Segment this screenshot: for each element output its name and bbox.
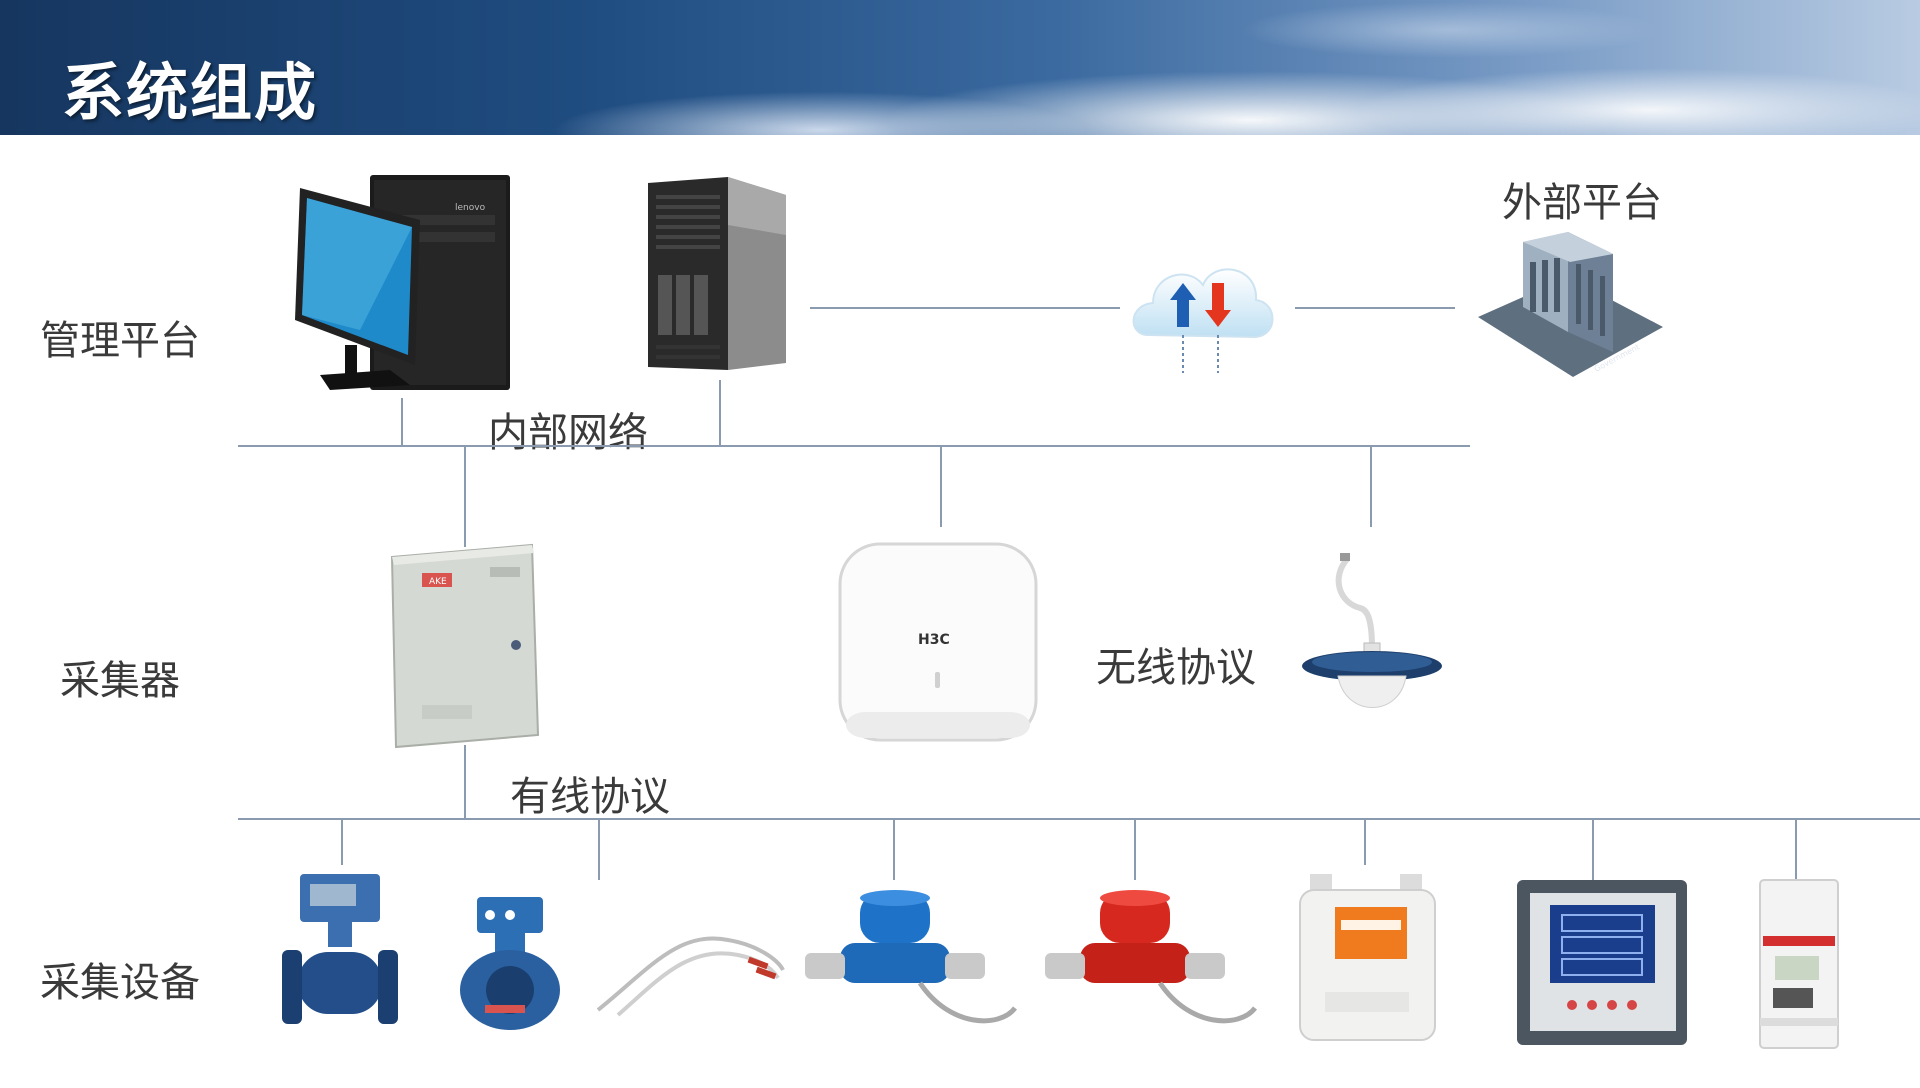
- dev1-drop: [341, 820, 343, 865]
- collector-box-icon: AKE: [390, 543, 542, 754]
- desktop-pc-icon: lenovo: [290, 170, 520, 399]
- internal-network-label: 内部网络: [488, 410, 648, 456]
- gas-meter-icon: [1295, 872, 1440, 1048]
- power-meter-icon: [1512, 875, 1692, 1054]
- dev3-drop: [598, 820, 600, 880]
- ceiling-antenna-icon: [1300, 548, 1450, 732]
- temperature-probe-icon: [588, 920, 788, 1024]
- dev4-drop: [893, 820, 895, 880]
- blue-water-meter-icon: [800, 888, 1020, 1037]
- wired-protocol-label: 有线协议: [510, 774, 670, 820]
- header-banner: [0, 0, 1920, 135]
- server-drop: [719, 380, 721, 445]
- flowmeter-small-icon: [455, 895, 565, 1039]
- flowmeter-icon: [280, 872, 400, 1036]
- office-building-icon: Government: [1478, 232, 1663, 396]
- internal-network-bus: [238, 445, 1470, 447]
- wired-bus: [238, 818, 1920, 820]
- dev7-drop: [1592, 820, 1594, 880]
- red-water-meter-icon: [1040, 888, 1260, 1037]
- pc-drop: [401, 398, 403, 445]
- external-platform-label: 外部平台: [1502, 180, 1662, 226]
- page-title: 系统组成: [62, 56, 319, 129]
- row-label-platform: 管理平台: [40, 318, 200, 364]
- server-cloud-link: [810, 307, 1120, 309]
- dev6-drop: [1364, 820, 1366, 865]
- dev8-drop: [1795, 820, 1797, 880]
- cloud-external-link: [1295, 307, 1455, 309]
- din-rail-meter-icon: [1755, 878, 1845, 1054]
- wireless-ap-icon: H3C: [838, 542, 1038, 748]
- ap-brand-text: H3C: [918, 632, 950, 648]
- box-drop: [464, 447, 466, 547]
- wireless-protocol-label: 无线协议: [1096, 645, 1256, 691]
- row-label-devices: 采集设备: [40, 960, 200, 1006]
- box-brand-text: AKE: [429, 577, 447, 587]
- box-wired-drop: [464, 745, 466, 818]
- pc-brand-text: lenovo: [455, 203, 486, 213]
- ap-drop: [940, 447, 942, 527]
- cloud-exchange-icon: [1128, 255, 1278, 384]
- dev5-drop: [1134, 820, 1136, 880]
- tower-server-icon: [648, 175, 788, 379]
- row-label-collector: 采集器: [60, 658, 180, 704]
- antenna-drop: [1370, 447, 1372, 527]
